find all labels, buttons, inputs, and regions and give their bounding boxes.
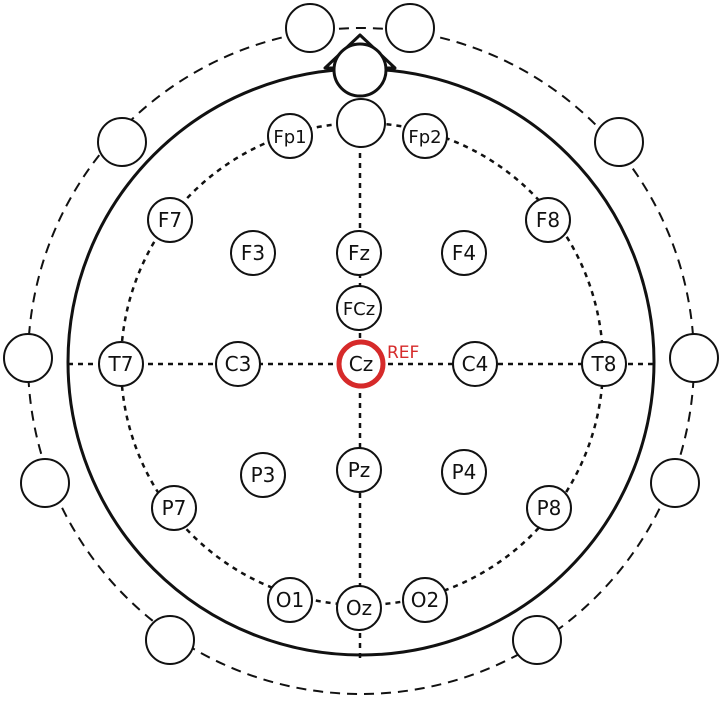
unlabeled-electrode [512, 615, 562, 665]
electrode-fp2: Fp2 [402, 113, 448, 159]
unlabeled-electrode [97, 117, 147, 167]
electrode-circle [336, 339, 386, 389]
electrode-circle [336, 447, 382, 493]
electrode-circle [98, 341, 144, 387]
unlabeled-electrode [385, 3, 435, 53]
ref-label: REF [387, 343, 419, 363]
electrode-label: C4 [462, 352, 489, 376]
unlabeled-electrode [594, 117, 644, 167]
electrode-label: P3 [251, 463, 276, 487]
electrode-label: T8 [591, 352, 617, 376]
electrode-cz: Cz [336, 339, 386, 389]
electrode-f3: F3 [230, 230, 276, 276]
electrode-circle [151, 485, 197, 531]
electrode-label: O1 [276, 588, 304, 612]
electrode-label: Fz [348, 241, 370, 265]
electrode-label: C3 [225, 352, 252, 376]
electrode-label: Fp1 [273, 127, 306, 148]
electrode-f4: F4 [441, 230, 487, 276]
electrode-fp1: Fp1 [267, 113, 313, 159]
electrode-circle [441, 230, 487, 276]
electrode-label: F3 [241, 241, 265, 265]
electrode-label: Fp2 [408, 127, 441, 148]
unlabeled-electrode [650, 458, 700, 508]
electrode-label: F4 [452, 241, 476, 265]
electrode-label: O2 [411, 588, 439, 612]
electrode-circle [215, 341, 261, 387]
electrode-circle [230, 230, 276, 276]
electrode-label: P4 [452, 460, 477, 484]
electrode-circle [441, 449, 487, 495]
unlabeled-electrode [336, 98, 386, 148]
electrode-p4: P4 [441, 449, 487, 495]
electrode-circle [526, 485, 572, 531]
electrode-t8: T8 [581, 341, 627, 387]
electrode-circle [336, 585, 382, 631]
electrode-oz: Oz [336, 585, 382, 631]
electrode-p3: P3 [240, 452, 286, 498]
electrode-circle [402, 577, 448, 623]
electrode-circle [267, 577, 313, 623]
electrode-p7: P7 [151, 485, 197, 531]
electrode-c4: C4 [452, 341, 498, 387]
unlabeled-electrode [3, 333, 53, 383]
electrode-f7: F7 [147, 197, 193, 243]
electrode-o1: O1 [267, 577, 313, 623]
electrode-label: P7 [162, 496, 187, 520]
electrode-label: T7 [108, 352, 134, 376]
electrode-p8: P8 [526, 485, 572, 531]
electrode-circle [525, 197, 571, 243]
unlabeled-electrode [332, 42, 388, 98]
electrode-fcz: FCz [336, 285, 382, 331]
unlabeled-electrode [145, 615, 195, 665]
electrode-label: FCz [343, 299, 375, 320]
electrode-circle [581, 341, 627, 387]
electrode-t7: T7 [98, 341, 144, 387]
electrode-f8: F8 [525, 197, 571, 243]
unlabeled-electrode [20, 458, 70, 508]
electrode-label: P8 [537, 496, 562, 520]
electrode-c3: C3 [215, 341, 261, 387]
electrode-pz: Pz [336, 447, 382, 493]
electrode-circle [147, 197, 193, 243]
electrode-label: Cz [349, 352, 373, 376]
electrode-o2: O2 [402, 577, 448, 623]
electrode-circle [240, 452, 286, 498]
electrode-circle [402, 113, 448, 159]
unlabeled-electrode [669, 333, 719, 383]
electrode-label: F8 [536, 208, 560, 232]
unlabeled-electrode [285, 3, 335, 53]
electrode-label: F7 [158, 208, 182, 232]
electrode-fz: Fz [336, 230, 382, 276]
electrode-circle [452, 341, 498, 387]
electrode-circle [267, 113, 313, 159]
electrode-circle [336, 230, 382, 276]
electrode-label: Oz [346, 596, 372, 620]
electrode-label: Pz [348, 458, 371, 482]
electrode-circle [336, 285, 382, 331]
